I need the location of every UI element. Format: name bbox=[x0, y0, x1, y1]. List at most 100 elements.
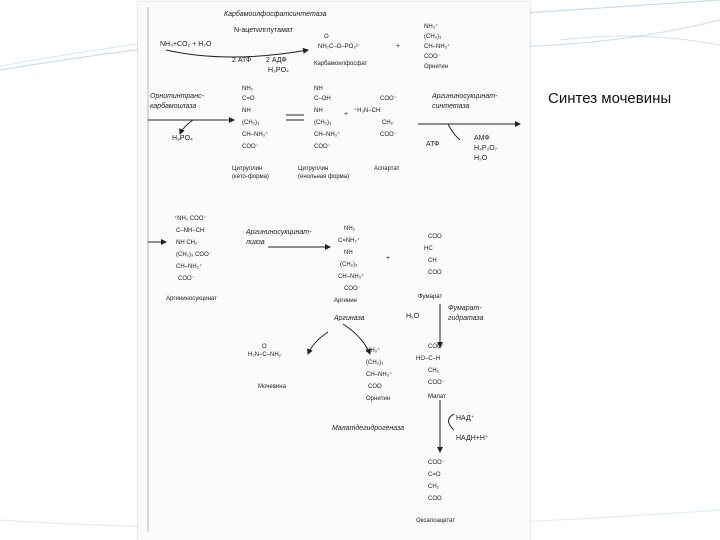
enzyme-otc-line2: карбамоилаза bbox=[150, 102, 196, 110]
urea-cycle-scheme: Карбамоилфосфатсинтетаза N-ацетилглутама… bbox=[138, 2, 530, 540]
formula-arg-5: CH–NH₃⁺ bbox=[338, 273, 364, 280]
formula-mal-4: COO⁻ bbox=[428, 380, 445, 386]
formula-aspartate-4: COO⁻ bbox=[380, 132, 397, 138]
slide-caption: Синтез мочевины bbox=[548, 90, 671, 107]
formula-as-1: ⁺NH₂ COO⁻ bbox=[174, 215, 207, 222]
formula-citrulline-enol-5: CH–NH₃⁺ bbox=[314, 131, 340, 138]
compound-citrulline-enol-1: Цитруллин bbox=[298, 166, 328, 172]
arrow-nad bbox=[449, 414, 455, 430]
compound-urea: Мочевина bbox=[258, 384, 287, 390]
compound-citrulline-keto-1: Цитруллин bbox=[232, 166, 262, 172]
arrow-h3po4 bbox=[180, 120, 193, 134]
formula-oaa-4: COO bbox=[428, 496, 442, 502]
formula-fum-2: HC bbox=[424, 246, 433, 252]
formula-as-4: (CH₂)₃ COO⁻ bbox=[176, 252, 212, 258]
enzyme-fumarase-line1: Фумарат- bbox=[448, 305, 482, 312]
formula-citrulline-keto-2: C=O bbox=[242, 96, 255, 102]
arrow-keto-enol bbox=[286, 115, 304, 120]
compound-fumarate: Фумарат bbox=[418, 294, 442, 300]
formula-oaa-2: C=O bbox=[428, 472, 441, 478]
formula-orn2-1: NH₃⁺ bbox=[366, 347, 380, 354]
enzyme-mdh: Малатдегидрогеназа bbox=[332, 424, 404, 432]
formula-citrulline-enol-4: (CH₂)₃ bbox=[314, 120, 332, 126]
formula-citrulline-enol-3: NH bbox=[314, 108, 323, 114]
formula-citrulline-keto-1: NH₂ bbox=[242, 86, 254, 92]
compound-aspartate: Аспартат bbox=[374, 166, 400, 172]
arrow-atp bbox=[448, 124, 460, 140]
enzyme-asl-line2: лиаза bbox=[245, 239, 265, 246]
formula-carbamoyl-phosphate: NH₂C–O–PO₃²⁻ bbox=[318, 44, 361, 50]
plus-sign-1: + bbox=[396, 43, 400, 50]
formula-oaa-1: COO⁻ bbox=[428, 460, 445, 466]
formula-citrulline-keto-4: (CH₂)₃ bbox=[242, 120, 260, 126]
compound-malate: Малат bbox=[428, 394, 446, 400]
formula-orn2-2: (CH₂)₃ bbox=[366, 360, 384, 366]
n-acetylglutamate: N-ацетилглутамат bbox=[234, 27, 294, 34]
formula-fum-4: COO bbox=[428, 270, 442, 276]
compound-oxaloacetate: Оксалоацетат bbox=[416, 518, 455, 524]
plus-sign-2: + bbox=[344, 111, 348, 118]
plus-sign-3: + bbox=[386, 255, 390, 262]
compound-arginine: Аргинин bbox=[334, 298, 357, 304]
formula-ornithine-1: NH₃⁺ bbox=[424, 23, 438, 30]
formula-arg-6: COO⁻ bbox=[344, 286, 361, 292]
atp-ass: АТФ bbox=[426, 141, 440, 148]
formula-ornithine-2: (CH₂)₃ bbox=[424, 34, 442, 40]
formula-ornithine-4: COO⁻ bbox=[424, 54, 441, 60]
h3po4-otc: H₃PO₄ bbox=[172, 135, 193, 142]
formula-oaa-3: CH₂ bbox=[428, 484, 440, 490]
enzyme-otc-line1: Орнитинтранс- bbox=[150, 93, 205, 100]
formula-aspartate-1: COO⁻ bbox=[380, 96, 397, 102]
compound-ornithine: Орнитин bbox=[424, 64, 448, 70]
compound-citrulline-keto-2: (кето-форма) bbox=[232, 174, 269, 180]
reagents-nh3-co2: NH₃+CO₂ + H₂O bbox=[160, 41, 212, 48]
amp: АМФ bbox=[474, 135, 490, 142]
compound-argininosuccinate: Аргининосукцинат bbox=[166, 296, 217, 302]
formula-arg-3: NH bbox=[344, 250, 353, 256]
formula-aspartate-2: ⁺H₃N–CH bbox=[354, 107, 380, 114]
formula-carbamoyl-o: O bbox=[324, 34, 329, 40]
formula-mal-1: COO⁻ bbox=[428, 344, 445, 350]
formula-as-3: NH CH₂ bbox=[176, 240, 198, 246]
formula-orn2-4: COO bbox=[368, 384, 382, 390]
formula-arg-1: NH₂ bbox=[344, 226, 356, 232]
enzyme-ass-line1: Аргининосукцинат- bbox=[431, 93, 498, 100]
nadh: НАДН+Н⁺ bbox=[456, 435, 489, 442]
urea-cycle-diagram: Карбамоилфосфатсинтетаза N-ацетилглутама… bbox=[138, 2, 530, 540]
enzyme-ass-line2: синтетаза bbox=[432, 103, 470, 110]
formula-citrulline-enol-2: C–OH bbox=[314, 96, 331, 102]
formula-mal-3: CH₂ bbox=[428, 368, 440, 374]
atp-2: 2 АТФ bbox=[232, 57, 251, 64]
formula-urea: H₂N–C–NH₂ bbox=[248, 352, 282, 358]
h2o-fumarase: H₂O bbox=[406, 313, 420, 320]
enzyme-cps: Карбамоилфосфатсинтетаза bbox=[224, 10, 327, 18]
formula-fum-1: COO bbox=[428, 234, 442, 240]
formula-aspartate-3: CH₂ bbox=[382, 120, 394, 126]
formula-urea-o: O bbox=[262, 344, 267, 350]
formula-citrulline-keto-5: CH–NH₃⁺ bbox=[242, 131, 268, 138]
enzyme-asl-line1: Аргининосукцинат- bbox=[245, 229, 312, 236]
enzyme-fumarase-line2: гидратаза bbox=[448, 314, 484, 322]
formula-ornithine-3: CH–NH₃⁺ bbox=[424, 43, 450, 50]
formula-citrulline-keto-3: NH bbox=[242, 108, 251, 114]
enzyme-arginase: Аргиназа bbox=[333, 315, 365, 322]
compound-carbamoyl-phosphate: Карбамоилфосфат bbox=[314, 61, 368, 67]
h3po4-top: H₃PO₄ bbox=[268, 67, 289, 74]
h2o-ass: H₂O bbox=[474, 155, 488, 162]
compound-ornithine-bottom: Орнитин bbox=[366, 396, 390, 402]
arrow-urea bbox=[308, 332, 328, 354]
compound-citrulline-enol-2: (енольная форма) bbox=[298, 174, 349, 180]
formula-orn2-3: CH–NH₃⁺ bbox=[366, 371, 392, 378]
formula-citrulline-enol-6: COO⁻ bbox=[314, 144, 331, 150]
nad: НАД⁺ bbox=[456, 415, 475, 422]
adp-2: 2 АДФ bbox=[266, 57, 287, 64]
formula-citrulline-enol-1: NH bbox=[314, 86, 323, 92]
formula-arg-4: (CH₂)₃ bbox=[340, 262, 358, 268]
formula-arg-2: C=NH₂⁺ bbox=[338, 237, 360, 244]
formula-citrulline-keto-6: COO⁻ bbox=[242, 144, 259, 150]
formula-mal-2: HO–C–H bbox=[416, 356, 440, 362]
arrow-step1 bbox=[166, 50, 308, 57]
formula-as-6: COO⁻ bbox=[178, 276, 195, 282]
formula-fum-3: CH bbox=[428, 258, 437, 264]
formula-as-5: CH–NH₃⁺ bbox=[176, 263, 202, 270]
